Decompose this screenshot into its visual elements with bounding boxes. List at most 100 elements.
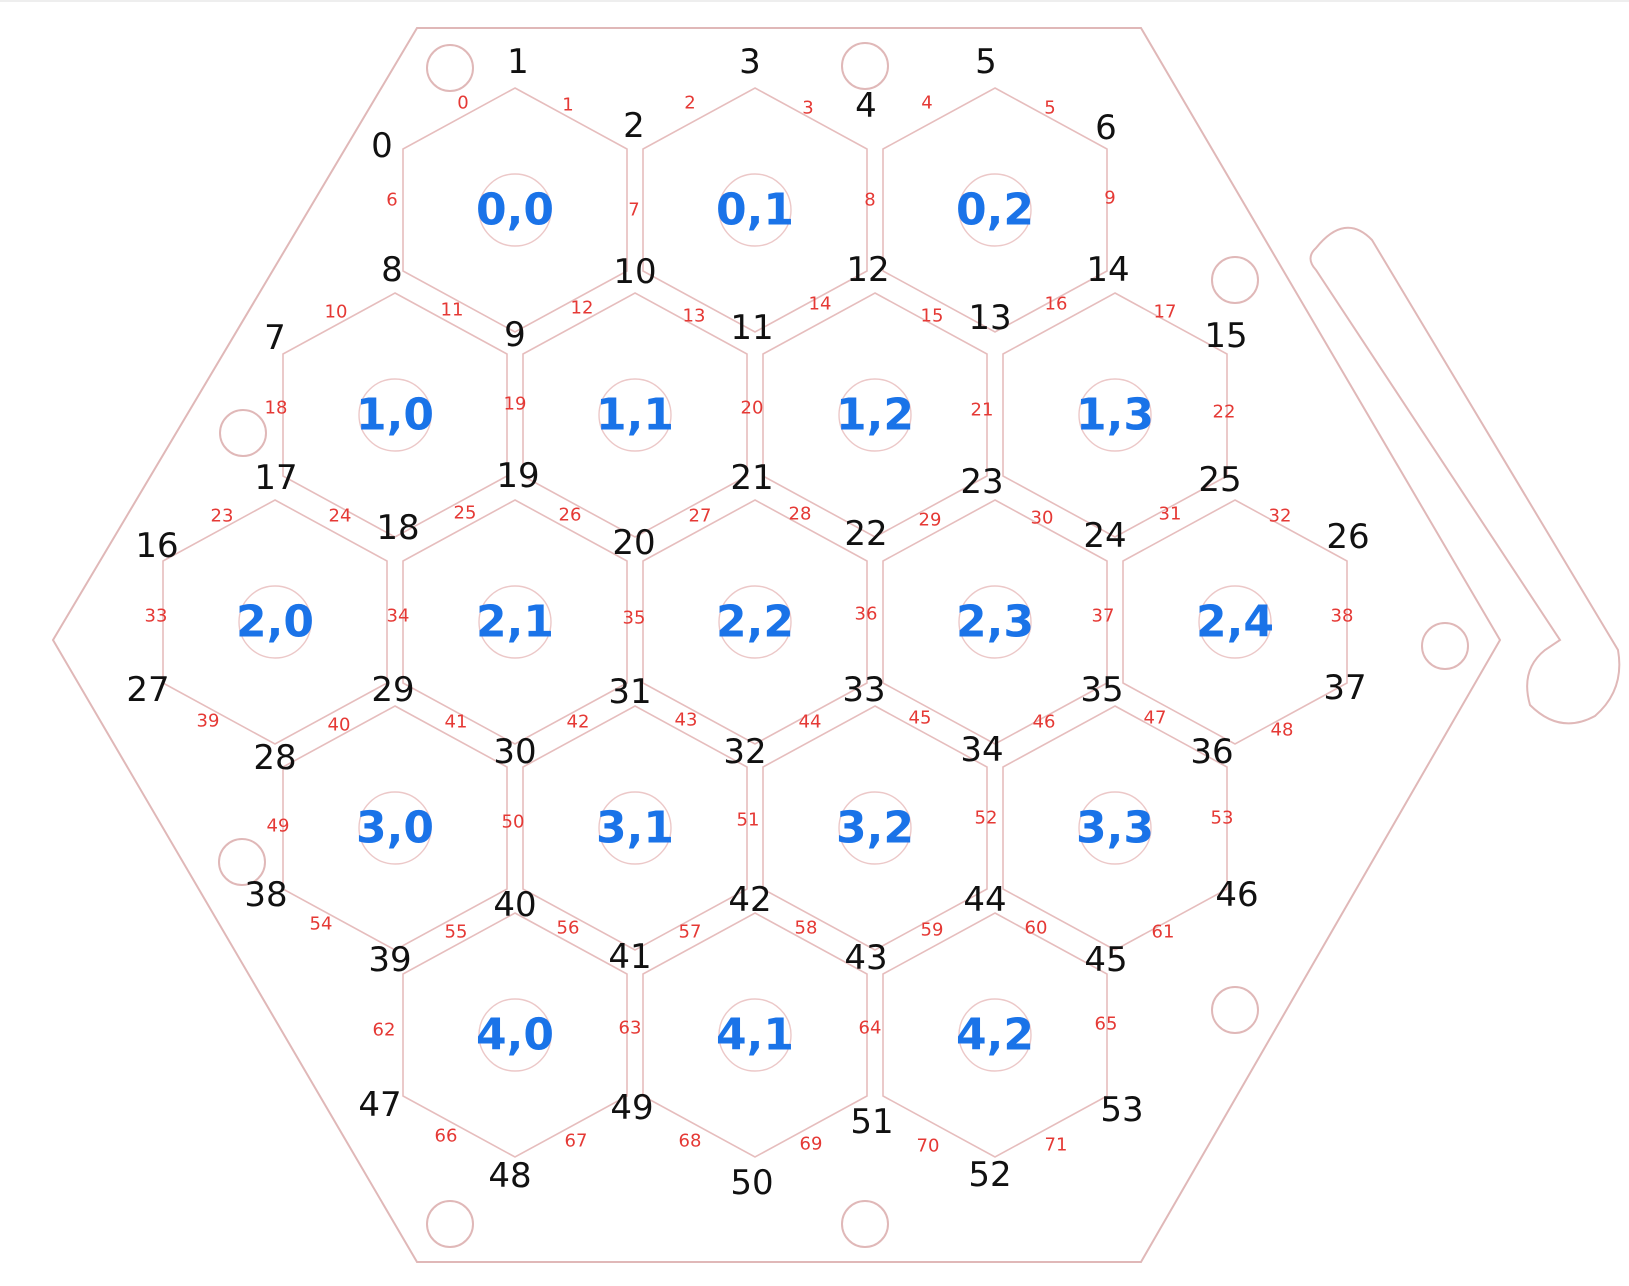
vertex-label: 34 xyxy=(960,730,1003,770)
edge-label: 26 xyxy=(559,505,582,526)
cell-center-hole xyxy=(1078,378,1152,452)
cell-label: 3,1 xyxy=(596,803,674,854)
cell-center-hole xyxy=(838,791,912,865)
cell-center-hole xyxy=(958,585,1032,659)
edge-label: 41 xyxy=(445,712,468,733)
vertex-label: 39 xyxy=(368,940,411,980)
cell-label: 3,0 xyxy=(356,803,434,854)
vertex-label: 16 xyxy=(135,526,178,566)
cell-center-hole xyxy=(1198,585,1272,659)
edge-label: 38 xyxy=(1331,606,1354,627)
vertex-label: 36 xyxy=(1190,732,1233,772)
edge-label: 7 xyxy=(628,200,639,221)
edge-label: 16 xyxy=(1045,294,1068,315)
cell-center-hole xyxy=(478,173,552,247)
edge-label: 53 xyxy=(1211,808,1234,829)
vertex-label: 50 xyxy=(730,1163,773,1203)
edge-label: 3 xyxy=(802,98,813,119)
edge-label: 2 xyxy=(684,93,695,114)
edge-label: 37 xyxy=(1092,606,1115,627)
edge-label: 4 xyxy=(921,93,932,114)
edge-label: 19 xyxy=(504,394,527,415)
cell-label: 2,3 xyxy=(956,597,1034,648)
vertex-label: 18 xyxy=(376,508,419,548)
vertex-label: 30 xyxy=(493,732,536,772)
vertex-label: 24 xyxy=(1083,516,1126,556)
cell-label: 1,3 xyxy=(1076,390,1154,441)
edge-label: 11 xyxy=(441,300,464,321)
hex-cell xyxy=(162,499,388,745)
cell-label: 4,1 xyxy=(716,1010,794,1061)
edge-label: 14 xyxy=(809,294,832,315)
cell-center-hole xyxy=(718,173,792,247)
vertex-label: 19 xyxy=(496,456,539,496)
cell-center-hole xyxy=(958,173,1032,247)
mounting-hole xyxy=(426,1200,474,1248)
edge-label: 63 xyxy=(619,1018,642,1039)
edge-label: 44 xyxy=(799,712,822,733)
vertex-label: 48 xyxy=(488,1156,531,1196)
vertex-label: 38 xyxy=(244,875,287,915)
cell-center-hole xyxy=(1078,791,1152,865)
vertex-label: 51 xyxy=(850,1102,893,1142)
vertex-label: 45 xyxy=(1084,940,1127,980)
vertex-label: 1 xyxy=(507,42,529,82)
hex-cell xyxy=(1122,499,1348,745)
cell-label: 1,0 xyxy=(356,390,434,441)
edge-label: 25 xyxy=(454,503,477,524)
vertex-label: 14 xyxy=(1086,250,1129,290)
vertex-label: 33 xyxy=(842,670,885,710)
edge-label: 47 xyxy=(1144,708,1167,729)
edge-label: 39 xyxy=(197,711,220,732)
edge-label: 46 xyxy=(1033,712,1056,733)
hex-cell xyxy=(282,705,508,951)
hex-cell xyxy=(402,499,628,745)
hex-cell xyxy=(1002,292,1228,538)
vertex-label: 32 xyxy=(723,732,766,772)
mounting-hole xyxy=(1211,986,1259,1034)
edge-label: 0 xyxy=(457,93,468,114)
vertex-label: 12 xyxy=(846,250,889,290)
edge-label: 59 xyxy=(921,920,944,941)
vertex-label: 4 xyxy=(855,86,877,126)
edge-label: 67 xyxy=(565,1131,588,1152)
cell-center-hole xyxy=(718,998,792,1072)
edge-label: 62 xyxy=(373,1020,396,1041)
cell-label: 1,2 xyxy=(836,390,914,441)
edge-label: 5 xyxy=(1044,98,1055,119)
mounting-hole xyxy=(219,409,267,457)
edge-label: 49 xyxy=(267,816,290,837)
edge-label: 22 xyxy=(1213,402,1236,423)
cell-label: 3,3 xyxy=(1076,803,1154,854)
hex-cell xyxy=(642,912,868,1158)
vertex-label: 41 xyxy=(608,937,651,977)
hex-cell xyxy=(1002,705,1228,951)
edge-label: 57 xyxy=(679,922,702,943)
hex-cell xyxy=(522,705,748,951)
vertex-label: 27 xyxy=(126,670,169,710)
vertex-label: 11 xyxy=(730,308,773,348)
cell-label: 4,2 xyxy=(956,1010,1034,1061)
cell-center-hole xyxy=(478,585,552,659)
vertex-label: 28 xyxy=(253,738,296,778)
edge-label: 71 xyxy=(1045,1135,1068,1156)
hex-cell xyxy=(282,292,508,538)
edge-label: 68 xyxy=(679,1131,702,1152)
edge-label: 64 xyxy=(859,1018,882,1039)
vertex-label: 52 xyxy=(968,1155,1011,1195)
edge-label: 50 xyxy=(502,812,525,833)
hex-cell xyxy=(522,292,748,538)
edge-label: 9 xyxy=(1104,188,1115,209)
cell-label: 0,2 xyxy=(956,185,1034,236)
vertex-label: 29 xyxy=(371,670,414,710)
edge-label: 48 xyxy=(1271,720,1294,741)
board-outline xyxy=(51,27,1502,1263)
cell-label: 2,4 xyxy=(1196,597,1274,648)
vertex-label: 7 xyxy=(264,318,286,358)
edge-label: 56 xyxy=(557,918,580,939)
vertex-label: 47 xyxy=(358,1085,401,1125)
vertex-labels-layer: 0123456789101112131415161718192021222324… xyxy=(126,42,1369,1203)
vertex-label: 25 xyxy=(1198,460,1241,500)
cell-center-hole xyxy=(598,791,672,865)
hex-cell xyxy=(882,87,1108,333)
